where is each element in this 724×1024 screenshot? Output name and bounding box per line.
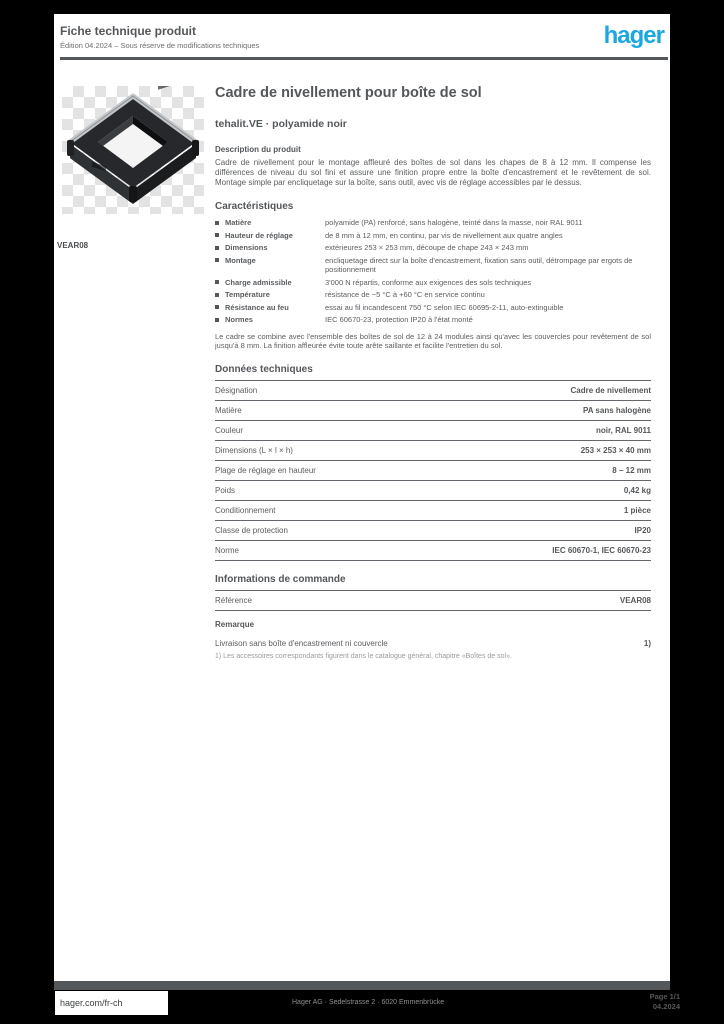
document-title: Fiche technique produit: [60, 24, 197, 38]
remark-label: Remarque: [215, 619, 255, 629]
bullet-icon: [215, 245, 219, 250]
list-item: Température résistance de −5 °C à +60 °C…: [215, 290, 651, 300]
table-row-label: Couleur: [215, 425, 244, 435]
hager-logo: hager: [603, 22, 665, 49]
table-row-value: 253 × 253 × 40 mm: [580, 445, 651, 455]
table-row-label: Référence: [215, 595, 252, 605]
list-item: Charge admissible 3'000 N répartis, conf…: [215, 278, 651, 288]
bullet-icon: [215, 317, 219, 322]
header-divider: [60, 57, 668, 60]
footnote-text: 1) Les accessoires correspondants figure…: [215, 652, 512, 660]
document-subtitle: Édition 04.2024 – Sous réserve de modifi…: [60, 41, 260, 50]
table-row-label: Dimensions (L × l × h): [215, 445, 293, 455]
bullet-icon: [215, 305, 219, 310]
remark-text: Livraison sans boîte d'encastrement ni c…: [215, 638, 388, 648]
bullet-icon: [215, 258, 219, 263]
remark-marker: 1): [643, 638, 651, 648]
table-row: Dimensions (L × l × h) 253 × 253 × 40 mm: [215, 441, 651, 461]
bullet-icon: [215, 233, 219, 238]
table-row-value: IP20: [634, 525, 651, 535]
characteristic-label: Matière: [225, 218, 252, 228]
description-text: Cadre de nivellement pour le montage aff…: [215, 158, 651, 188]
product-subtitle: tehalit.VE · polyamide noir: [215, 118, 347, 131]
table-row-label: Norme: [215, 545, 240, 555]
characteristic-value: 3'000 N répartis, conforme aux exigences…: [325, 277, 532, 287]
technical-table: Désignation Cadre de nivellement Matière…: [215, 379, 651, 561]
table-row-value: IEC 60670-1, IEC 60670-23: [552, 545, 651, 555]
characteristic-value: résistance de −5 °C à +60 °C en service …: [325, 290, 485, 300]
page-title: Cadre de nivellement pour boîte de sol: [215, 85, 482, 101]
product-reference: VEAR08: [57, 241, 89, 250]
section-heading-characteristics: Caractéristiques: [215, 201, 294, 213]
characteristic-label: Résistance au feu: [225, 302, 289, 312]
characteristics-list: Matière polyamide (PA) renforcé, sans ha…: [215, 218, 651, 325]
footer-url-box: hager.com/fr-ch: [55, 991, 168, 1015]
table-row: Conditionnement 1 pièce: [215, 501, 651, 521]
table-row-value: Cadre de nivellement: [570, 385, 651, 395]
characteristic-label: Charge admissible: [225, 277, 292, 287]
table-row-label: Désignation: [215, 385, 258, 395]
characteristics-note: Le cadre se combine avec l'ensemble des …: [215, 331, 651, 351]
footer-divider: [54, 981, 670, 990]
table-row-value: VEAR08: [619, 595, 651, 605]
table-row: Norme IEC 60670-1, IEC 60670-23: [215, 541, 651, 561]
characteristic-value: IEC 60670-23, protection IP20 à l'état m…: [325, 315, 473, 325]
bullet-icon: [215, 280, 219, 285]
characteristic-label: Hauteur de réglage: [225, 230, 293, 240]
table-row-label: Matière: [215, 405, 242, 415]
characteristic-value: extérieures 253 × 253 mm, découpe de cha…: [325, 243, 529, 253]
table-row: Classe de protection IP20: [215, 521, 651, 541]
bullet-icon: [215, 292, 219, 297]
table-row: Poids 0,42 kg: [215, 481, 651, 501]
list-item: Matière polyamide (PA) renforcé, sans ha…: [215, 218, 651, 228]
list-item: Hauteur de réglage de 8 mm à 12 mm, en c…: [215, 231, 651, 241]
bullet-icon: [215, 220, 219, 225]
list-item: Normes IEC 60670-23, protection IP20 à l…: [215, 315, 651, 325]
table-row-value: 0,42 kg: [623, 485, 651, 495]
table-row-value: 1 pièce: [623, 505, 651, 515]
characteristic-value: polyamide (PA) renforcé, sans halogène, …: [325, 218, 583, 228]
table-row: Couleur noir, RAL 9011: [215, 421, 651, 441]
ordering-table: Référence VEAR08: [215, 589, 651, 611]
characteristic-value: encliquetage direct sur la boîte d'encas…: [325, 255, 633, 275]
characteristic-label: Température: [225, 290, 270, 300]
table-row: Matière PA sans halogène: [215, 401, 651, 421]
table-row-value: PA sans halogène: [582, 405, 651, 415]
table-row: Désignation Cadre de nivellement: [215, 381, 651, 401]
hager-website-link[interactable]: hager.com/fr-ch: [60, 998, 123, 1008]
table-row-value: noir, RAL 9011: [596, 425, 651, 435]
table-row: Plage de réglage en hauteur 8 – 12 mm: [215, 461, 651, 481]
section-heading-technical: Données techniques: [215, 363, 313, 375]
list-item: Montage encliquetage direct sur la boîte…: [215, 256, 651, 275]
table-row-label: Plage de réglage en hauteur: [215, 465, 316, 475]
footer-page-info: Page 1/1 04.2024: [650, 992, 680, 1012]
description-label: Description du produit: [215, 145, 301, 155]
table-row-label: Poids: [215, 485, 236, 495]
table-row-value: 8 – 12 mm: [612, 465, 651, 475]
page-number: Page 1/1: [649, 992, 680, 1001]
table-row-label: Conditionnement: [215, 505, 276, 515]
levelling-frame-image: [67, 86, 199, 204]
list-item: Dimensions extérieures 253 × 253 mm, déc…: [215, 243, 651, 253]
main-content: Cadre de nivellement pour boîte de sol t…: [215, 85, 651, 661]
table-row-label: Classe de protection: [215, 525, 288, 535]
remark-row: Livraison sans boîte d'encastrement ni c…: [215, 639, 651, 648]
characteristic-value: essai au fil incandescent 750 °C selon I…: [325, 302, 564, 312]
footer-date: 04.2024: [652, 1002, 680, 1011]
characteristic-value: de 8 mm à 12 mm, en continu, par vis de …: [325, 230, 563, 240]
characteristic-label: Normes: [225, 315, 253, 325]
document-page: Fiche technique produit Édition 04.2024 …: [54, 14, 670, 987]
characteristic-label: Dimensions: [225, 243, 268, 253]
table-row: Référence VEAR08: [215, 591, 651, 611]
product-photo: [62, 86, 204, 214]
list-item: Résistance au feu essai au fil incandesc…: [215, 303, 651, 313]
footer-company-address: Hager AG · Sedelstrasse 2 · 6020 Emmenbr…: [292, 999, 445, 1006]
characteristic-label: Montage: [225, 255, 256, 265]
section-heading-ordering: Informations de commande: [215, 573, 346, 585]
